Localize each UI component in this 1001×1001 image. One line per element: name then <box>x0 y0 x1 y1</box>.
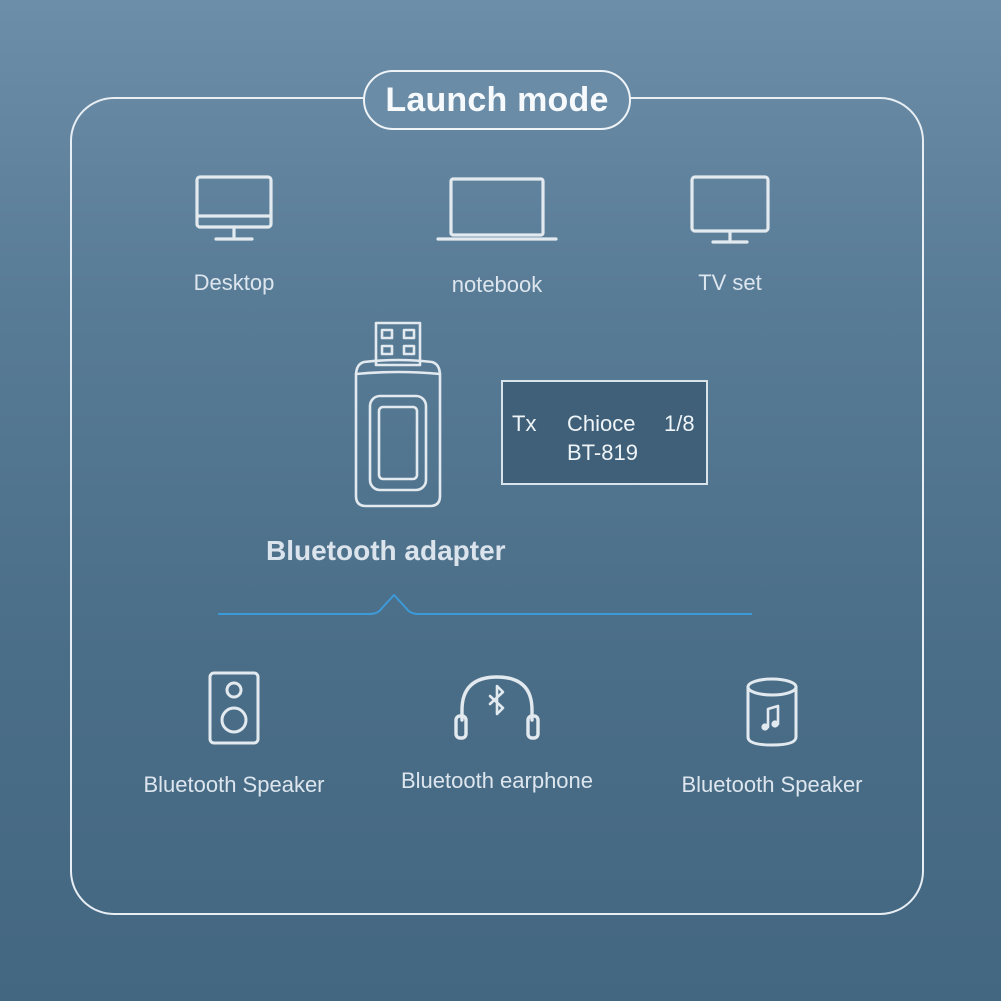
tv-icon <box>689 174 771 246</box>
adapter-label: Bluetooth adapter <box>266 535 506 566</box>
device-speaker-cylinder: Bluetooth Speaker <box>662 676 882 798</box>
display-status: Chioce <box>567 411 636 436</box>
speaker-icon <box>207 670 261 746</box>
divider-line <box>218 590 752 620</box>
device-earphone: Bluetooth earphone <box>386 672 608 794</box>
device-desktop: Desktop <box>174 174 294 296</box>
device-label-speaker-box: Bluetooth Speaker <box>143 772 325 797</box>
device-label-tv: TV set <box>698 270 762 295</box>
display-index: 1/8 <box>664 411 695 436</box>
page-title: Launch mode <box>363 70 631 130</box>
device-notebook: notebook <box>427 176 567 298</box>
device-tv: TV set <box>670 174 790 296</box>
adapter-display: Tx Chioce 1/8 BT-819 <box>501 380 708 485</box>
laptop-icon <box>435 176 559 244</box>
device-speaker-box: Bluetooth Speaker <box>124 670 344 798</box>
desktop-icon <box>194 174 274 244</box>
device-label-notebook: notebook <box>451 272 543 297</box>
device-label-speaker-cylinder: Bluetooth Speaker <box>681 772 863 797</box>
cylinder-speaker-music-icon <box>744 676 800 748</box>
usb-adapter-icon <box>348 318 448 510</box>
headphones-bluetooth-icon <box>454 672 540 744</box>
display-mode: Tx <box>512 411 537 436</box>
display-device: BT-819 <box>567 440 638 465</box>
device-label-desktop: Desktop <box>193 270 275 295</box>
device-label-earphone: Bluetooth earphone <box>400 768 594 793</box>
